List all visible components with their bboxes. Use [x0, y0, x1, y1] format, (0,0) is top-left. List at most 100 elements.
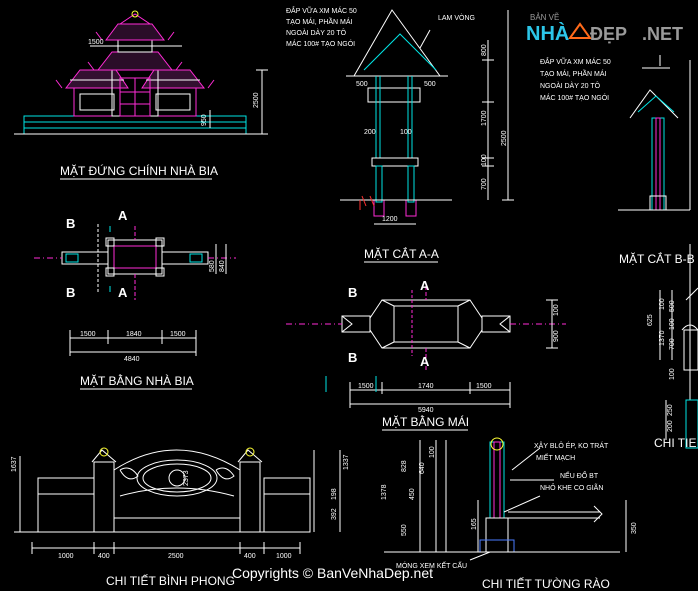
roof-note-b-line-3: NGOÀI DÀY 20 TÔ: [540, 81, 601, 90]
dim-aa-4: 1700: [481, 110, 488, 126]
dim-bb-4: 500: [669, 300, 676, 312]
dim-fence-6: 165: [471, 518, 478, 530]
roof-note-b-line-1: ĐẮP VỮA XM MÁC 50: [540, 57, 611, 66]
marker-b-bottom-roof: B: [348, 350, 357, 365]
front-elevation-drawing: [14, 10, 268, 135]
dim-bb-9: 200: [667, 420, 674, 432]
dim-roof-3: 1500: [476, 383, 492, 390]
copyright-text: Copyrights © BanVeNhaDep.net: [232, 565, 433, 581]
dim-plan-5: 580: [209, 260, 216, 272]
title-screen-wall: CHI TIẾT BÌNH PHONG: [106, 573, 235, 588]
roof-note-b-line-4: MÁC 100# TẠO NGÓI: [540, 93, 609, 102]
annotation-notes: ĐẮP VỮA XM MÁC 50 TẠO MÁI, PHẦN MÁI NGOÀ…: [286, 6, 611, 570]
fence-note-line-2: MIẾT MẠCH: [536, 452, 575, 462]
title-section-bb: MẶT CẮT B-B: [619, 251, 695, 266]
dim-roof-4: 5940: [418, 407, 434, 414]
dim-aa-6: 200: [364, 129, 376, 136]
title-roof-plan: MẶT BẰNG MÁI: [382, 414, 469, 429]
fence-detail-drawing: [384, 437, 627, 561]
dim-fence-2: 828: [401, 460, 408, 472]
fence-note-line-1: XÂY BLÔ ÉP, KO TRÁT: [534, 441, 609, 450]
watermark-logo: BẢN VẼ NHÀ ĐẸP .NET: [526, 13, 683, 45]
dim-roof-6: 100: [553, 304, 560, 316]
logo-dep-text: ĐẸP: [590, 24, 627, 44]
logo-net-text: .NET: [642, 24, 683, 44]
marker-a-bottom-roof: A: [420, 354, 430, 369]
logo-nha-text: NHÀ: [526, 22, 569, 45]
dim-front-3: 950: [201, 114, 208, 126]
dim-bb-2: 100: [659, 298, 666, 310]
stele-plan-drawing: [34, 224, 236, 356]
dim-bb-8: 250: [667, 404, 674, 416]
dim-screen-9: 1000: [276, 553, 292, 560]
dim-aa-3: 800: [481, 44, 488, 56]
house-icon: [568, 22, 592, 39]
dim-fence-8: 450: [409, 488, 416, 500]
dim-bb-1: 625: [647, 314, 654, 326]
dim-roof-2: 1740: [418, 383, 434, 390]
dim-aa-2: 500: [424, 81, 436, 88]
drawing-titles: MẶT ĐỨNG CHÍNH NHÀ BIA MẶT CẮT A-A MẶT C…: [60, 163, 696, 591]
dim-fence-1: 1378: [381, 484, 388, 500]
roof-note-a-line-2: TẠO MÁI, PHẦN MÁI: [286, 16, 353, 26]
dim-fence-3: 550: [401, 524, 408, 536]
screen-wall-drawing: [14, 447, 341, 554]
dim-plan-1: 1500: [80, 331, 96, 338]
dim-fence-7: 350: [631, 522, 638, 534]
dim-screen-10: 2373: [183, 470, 190, 486]
lam-vong-note: LAM VÒNG: [438, 13, 475, 22]
marker-b-top-roof: B: [348, 285, 357, 300]
dim-aa-9: 2500: [501, 130, 508, 146]
title-front-elevation: MẶT ĐỨNG CHÍNH NHÀ BIA: [60, 163, 218, 178]
dim-bb-3: 1370: [659, 330, 666, 346]
dim-roof-1: 1500: [358, 383, 374, 390]
dim-screen-4: 198: [331, 488, 338, 500]
logo-top-text: BẢN VẼ: [530, 13, 559, 22]
dim-screen-3: 392: [331, 508, 338, 520]
roof-plan-drawing: [286, 286, 566, 408]
dim-bb-7: 100: [669, 368, 676, 380]
dimension-labels: 1500 2500 950 500 500 800 1700 100 200 1…: [11, 39, 676, 560]
roof-note-a-line-1: ĐẮP VỮA XM MÁC 50: [286, 6, 357, 15]
marker-a-bottom-plan: A: [118, 285, 128, 300]
section-aa-drawing: [340, 9, 514, 225]
dim-bb-5: 100: [669, 318, 676, 330]
dim-aa-7: 100: [400, 129, 412, 136]
dim-front-1: 1500: [88, 39, 104, 46]
title-fence: CHI TIẾT TƯỜNG RÀO: [482, 576, 610, 591]
dim-screen-6: 400: [98, 553, 110, 560]
dim-plan-2: 1840: [126, 331, 142, 338]
dim-screen-1: 1637: [11, 456, 18, 472]
dim-aa-5: 100: [481, 154, 488, 166]
section-markers: B A B A B A B A: [66, 208, 430, 369]
dim-plan-3: 1500: [170, 331, 186, 338]
title-section-aa: MẶT CẮT A-A: [364, 246, 439, 261]
dim-screen-5: 1000: [58, 553, 74, 560]
roof-note-b-line-2: TẠO MÁI, PHẦN MÁI: [540, 68, 607, 78]
dim-plan-6: 840: [219, 260, 226, 272]
roof-note-a-line-4: MÁC 100# TẠO NGÓI: [286, 39, 355, 48]
dim-fence-4: 640: [419, 462, 426, 474]
marker-b-top-plan: B: [66, 216, 75, 231]
dim-bb-6: 700: [669, 338, 676, 350]
marker-a-top-roof: A: [420, 278, 430, 293]
dim-aa-8: 700: [481, 178, 488, 190]
dim-screen-2: 1337: [343, 454, 350, 470]
dim-aa-10: 1200: [382, 216, 398, 223]
footing-note: MÓNG XEM KẾT CẤU: [396, 560, 467, 570]
marker-a-top-plan: A: [118, 208, 128, 223]
section-bb-drawing: [618, 55, 698, 449]
fence-note2-line-2: NHỎ KHE CO GIÃN: [540, 483, 603, 492]
dim-plan-4: 4840: [124, 356, 140, 363]
title-stele-plan: MẶT BẰNG NHÀ BIA: [80, 373, 194, 388]
dim-screen-8: 400: [244, 553, 256, 560]
marker-b-bottom-plan: B: [66, 285, 75, 300]
dim-fence-5: 100: [429, 446, 436, 458]
dim-aa-1: 500: [356, 81, 368, 88]
fence-note2-line-1: NẾU ĐỔ BT: [560, 470, 599, 480]
dim-roof-5: 900: [553, 330, 560, 342]
title-detail-cut: CHI TIE: [654, 436, 696, 450]
roof-note-a-line-3: NGOÀI DÀY 20 TÔ: [286, 28, 347, 37]
